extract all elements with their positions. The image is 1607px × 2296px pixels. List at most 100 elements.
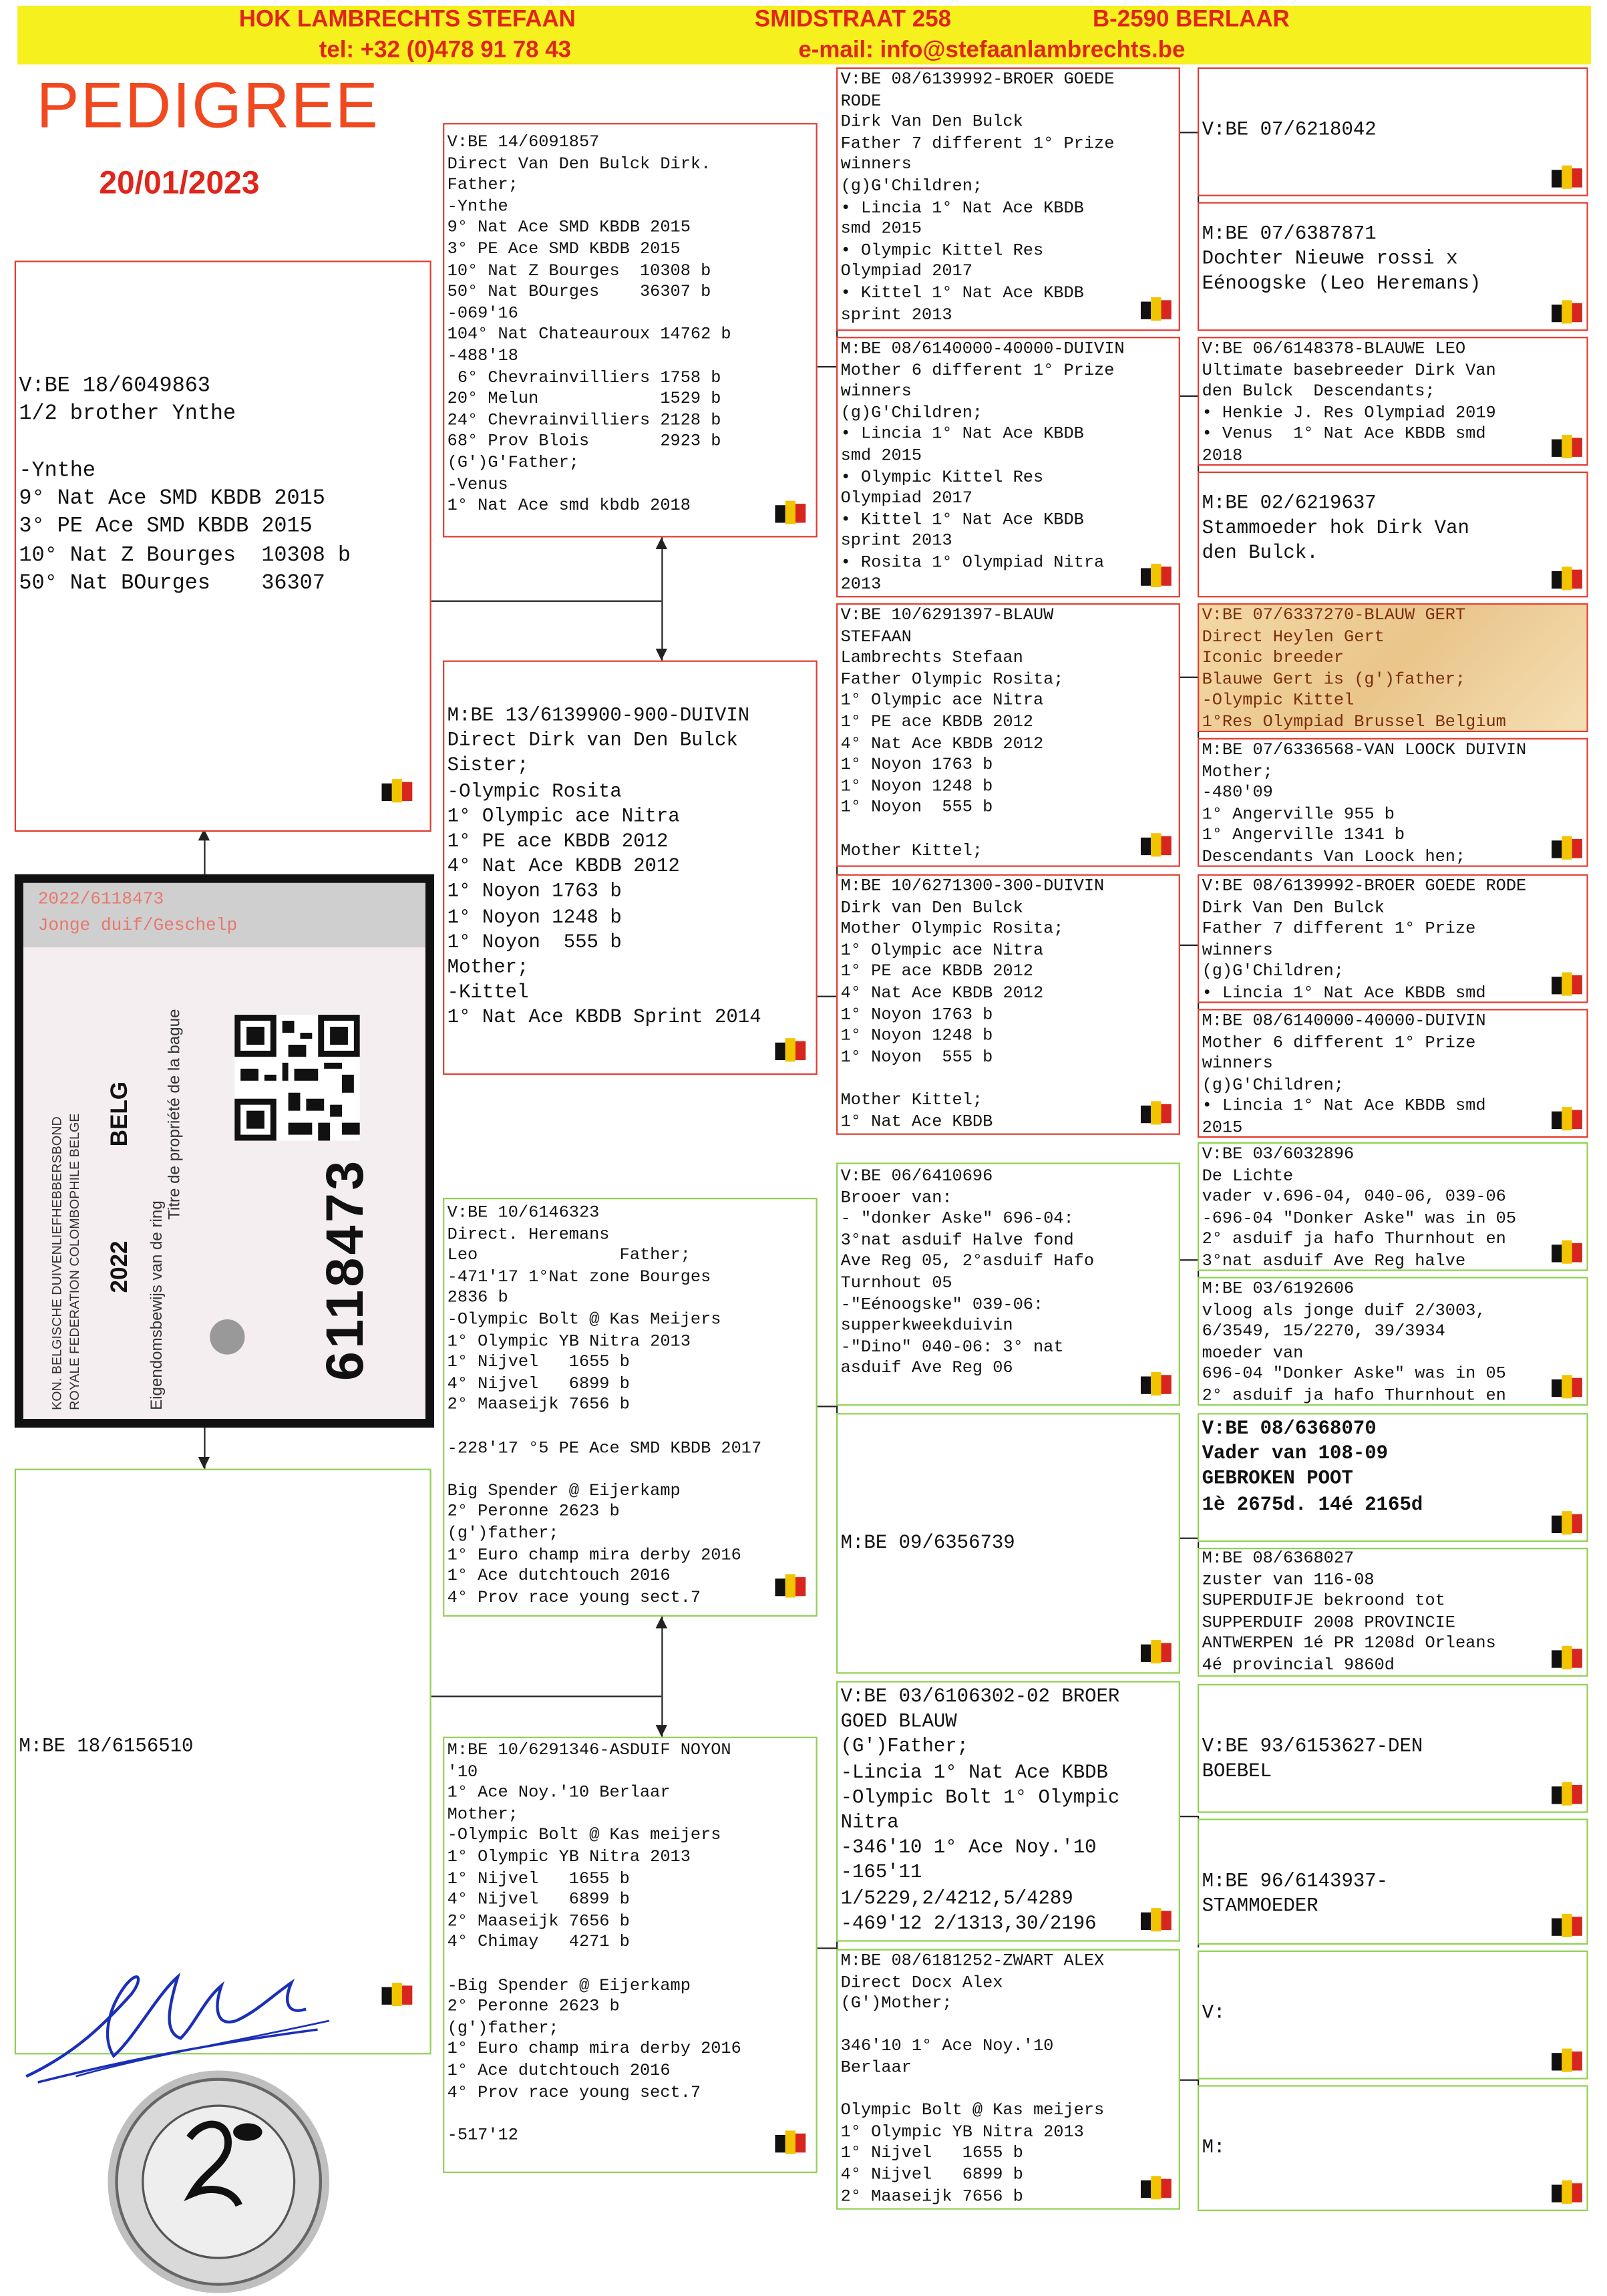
- gen3-card-5[interactable]: V:BE 06/6410696 Brooer van: - "donker As…: [836, 1162, 1180, 1406]
- gen3-card-1[interactable]: V:BE 08/6139992-BROER GOEDE RODE Dirk Va…: [836, 67, 1180, 331]
- gen4-card-13[interactable]: V:BE 93/6153627-DEN BOEBEL: [1198, 1683, 1588, 1813]
- connector-line: [661, 1616, 663, 1737]
- grandsire-paternal-card[interactable]: V:BE 14/6091857 Direct Van Den Bulck Dir…: [443, 123, 818, 538]
- page-title: PEDIGREE: [36, 70, 379, 142]
- signature-icon: [25, 1972, 330, 2084]
- gen4-card-7[interactable]: V:BE 08/6139992-BROER GOEDE RODE Dirk Va…: [1198, 874, 1588, 1003]
- grandsire-maternal-card[interactable]: V:BE 10/6146323 Direct. Heremans Leo Fat…: [443, 1198, 818, 1617]
- gen4-text-7: V:BE 08/6139992-BROER GOEDE RODE Dirk Va…: [1202, 877, 1527, 1003]
- gen4-card-9[interactable]: V:BE 03/6032896 De Lichte vader v.696-04…: [1198, 1142, 1588, 1271]
- hologram-dot-icon: [210, 1319, 245, 1355]
- breeder-email[interactable]: e-mail: info@stefaanlambrechts.be: [798, 37, 1186, 63]
- belgium-flag-icon: [1140, 2173, 1173, 2202]
- gen4-card-4[interactable]: M:BE 02/6219637 Stammoeder hok Dirk Van …: [1198, 471, 1588, 598]
- grandsire-maternal-text: V:BE 10/6146323 Direct. Heremans Leo Fat…: [447, 1203, 762, 1608]
- gen3-card-4[interactable]: M:BE 10/6271300-300-DUIVIN Dirk van Den …: [836, 874, 1180, 1135]
- gen4-card-10[interactable]: M:BE 03/6192606 vloog als jonge duif 2/3…: [1198, 1277, 1588, 1406]
- gen4-card-16[interactable]: M:: [1198, 2085, 1588, 2211]
- gen4-text-6: M:BE 07/6336568-VAN LOOCK DUIVIN Mother;…: [1202, 741, 1527, 867]
- gen3-text-2: M:BE 08/6140000-40000-DUIVIN Mother 6 di…: [840, 339, 1125, 594]
- belgium-flag-icon: [1552, 833, 1584, 862]
- dam-text: M:BE 18/6156510: [19, 1735, 194, 1758]
- gen4-card-1[interactable]: V:BE 07/6218042: [1198, 67, 1588, 196]
- qr-code-icon: [234, 1015, 360, 1141]
- belgium-flag-icon: [775, 498, 807, 527]
- gen3-card-6[interactable]: M:BE 09/6356739: [836, 1413, 1180, 1674]
- gen3-card-3[interactable]: V:BE 10/6291397-BLAUW STEFAAN Lambrechts…: [836, 603, 1180, 867]
- connector-line: [661, 537, 663, 661]
- gen4-text-14: M:BE 96/6143937- STAMMOEDER: [1202, 1870, 1389, 1917]
- gen4-card-5[interactable]: V:BE 07/6337270-BLAUW GERT Direct Heylen…: [1198, 603, 1588, 732]
- gen4-text-3: V:BE 06/6148378-BLAUWE LEO Ultimate base…: [1202, 339, 1496, 466]
- gen4-card-2[interactable]: M:BE 07/6387871 Dochter Nieuwe rossi x E…: [1198, 202, 1588, 331]
- gen4-card-15[interactable]: V:: [1198, 1950, 1588, 2080]
- belgium-flag-icon: [1140, 1098, 1173, 1128]
- belgium-flag-icon: [1552, 1779, 1584, 1808]
- belgium-flag-icon: [775, 1035, 807, 1065]
- gen4-card-14[interactable]: M:BE 96/6143937- STAMMOEDER: [1198, 1818, 1588, 1945]
- belgium-flag-icon: [1140, 830, 1173, 860]
- belgium-flag-icon: [775, 1571, 807, 1601]
- certificate-type-label: Jonge duif/Geschelp: [37, 915, 238, 936]
- gen4-card-12[interactable]: M:BE 08/6368027 zuster van 116-08 SUPERD…: [1198, 1547, 1588, 1677]
- certificate-federation-fr: ROYALE FEDERATION COLOMBOPHILE BELGE: [67, 1113, 82, 1410]
- connector-line: [1180, 2079, 1198, 2082]
- certificate-country: BELG: [108, 1081, 133, 1147]
- gen4-card-6[interactable]: M:BE 07/6336568-VAN LOOCK DUIVIN Mother;…: [1198, 737, 1588, 867]
- gen3-text-1: V:BE 08/6139992-BROER GOEDE RODE Dirk Va…: [840, 70, 1115, 325]
- belgium-flag-icon: [1552, 2045, 1584, 2075]
- gen4-text-8: M:BE 08/6140000-40000-DUIVIN Mother 6 di…: [1202, 1011, 1486, 1138]
- granddam-paternal-card[interactable]: M:BE 13/6139900-900-DUIVIN Direct Dirk v…: [443, 660, 818, 1075]
- gen4-text-10: M:BE 03/6192606 vloog als jonge duif 2/3…: [1202, 1279, 1506, 1406]
- gen4-card-11[interactable]: V:BE 08/6368070 Vader van 108-09 GEBROKE…: [1198, 1413, 1588, 1542]
- gen3-text-4: M:BE 10/6271300-300-DUIVIN Dirk van Den …: [840, 877, 1105, 1132]
- gen4-text-11: V:BE 08/6368070 Vader van 108-09 GEBROKE…: [1202, 1417, 1423, 1515]
- gen3-card-8[interactable]: M:BE 08/6181252-ZWART ALEX Direct Docx A…: [836, 1949, 1180, 2210]
- belgium-flag-icon: [1552, 1104, 1584, 1134]
- gen4-text-15: V:: [1202, 2001, 1226, 2024]
- gen3-card-2[interactable]: M:BE 08/6140000-40000-DUIVIN Mother 6 di…: [836, 337, 1180, 598]
- connector-line: [204, 828, 206, 876]
- gen3-text-8: M:BE 08/6181252-ZWART ALEX Direct Docx A…: [840, 1951, 1105, 2206]
- header-banner: HOK LAMBRECHTS STEFAAN SMIDSTRAAT 258 B-…: [17, 5, 1591, 65]
- pedigree-date: 20/01/2023: [99, 164, 260, 201]
- dam-card[interactable]: M:BE 18/6156510: [14, 1468, 431, 2055]
- sire-card[interactable]: V:BE 18/6049863 1/2 brother Ynthe -Ynthe…: [14, 261, 431, 832]
- certificate-year: 2022: [108, 1241, 133, 1293]
- sire-text: V:BE 18/6049863 1/2 brother Ynthe -Ynthe…: [19, 375, 351, 597]
- belgium-flag-icon: [775, 2128, 807, 2157]
- connector-line: [1198, 132, 1200, 264]
- granddam-maternal-text: M:BE 10/6291346-ASDUIF NOYON '10 1° Ace …: [447, 1741, 741, 2145]
- gen4-text-16: M:: [1202, 2136, 1226, 2159]
- gen4-card-3[interactable]: V:BE 06/6148378-BLAUWE LEO Ultimate base…: [1198, 337, 1588, 466]
- granddam-paternal-text: M:BE 13/6139900-900-DUIVIN Direct Dirk v…: [447, 704, 761, 1029]
- certificate-header: [23, 882, 425, 948]
- connector-line: [204, 1428, 206, 1469]
- belgium-flag-icon: [1552, 1643, 1584, 1672]
- gen4-card-8[interactable]: M:BE 08/6140000-40000-DUIVIN Mother 6 di…: [1198, 1009, 1588, 1138]
- granddam-maternal-card[interactable]: M:BE 10/6291346-ASDUIF NOYON '10 1° Ace …: [443, 1736, 818, 2173]
- ring-certificate[interactable]: 2022/6118473 Jonge duif/Geschelp KON. BE…: [14, 874, 435, 1428]
- gen3-text-5: V:BE 06/6410696 Brooer van: - "donker As…: [840, 1167, 1095, 1379]
- belgium-flag-icon: [1552, 162, 1584, 192]
- connector-line: [1180, 395, 1198, 397]
- certificate-ownership-nl: Eigendomsbewijs van de ring: [148, 1200, 166, 1410]
- connector-line: [1180, 1537, 1198, 1540]
- connector-line: [1180, 676, 1198, 679]
- certificate-ring-number: 6118473: [315, 1158, 375, 1381]
- certificate-federation: KON. BELGISCHE DUIVENLIEFHEBBERSBOND: [49, 1116, 64, 1410]
- connector-line: [1180, 1259, 1198, 1261]
- certificate-ownership-fr: Titre de propriété de la bague: [166, 1009, 184, 1220]
- gen4-text-12: M:BE 08/6368027 zuster van 116-08 SUPERD…: [1202, 1549, 1496, 1675]
- gen3-card-7[interactable]: V:BE 03/6106302-02 BROER GOED BLAUW (G')…: [836, 1681, 1180, 1942]
- belgium-flag-icon: [1140, 1905, 1173, 1935]
- connector-line: [1180, 1816, 1198, 1818]
- connector-line: [1180, 132, 1198, 134]
- connector-line: [836, 732, 838, 1005]
- belgium-flag-icon: [1552, 2178, 1584, 2207]
- connector-line: [817, 1406, 837, 1408]
- breeder-phone: tel: +32 (0)478 91 78 43: [319, 37, 572, 63]
- belgium-flag-icon: [1140, 561, 1173, 591]
- certificate-card: 2022/6118473 Jonge duif/Geschelp KON. BE…: [23, 882, 425, 1420]
- gen4-text-2: M:BE 07/6387871 Dochter Nieuwe rossi x E…: [1202, 222, 1481, 295]
